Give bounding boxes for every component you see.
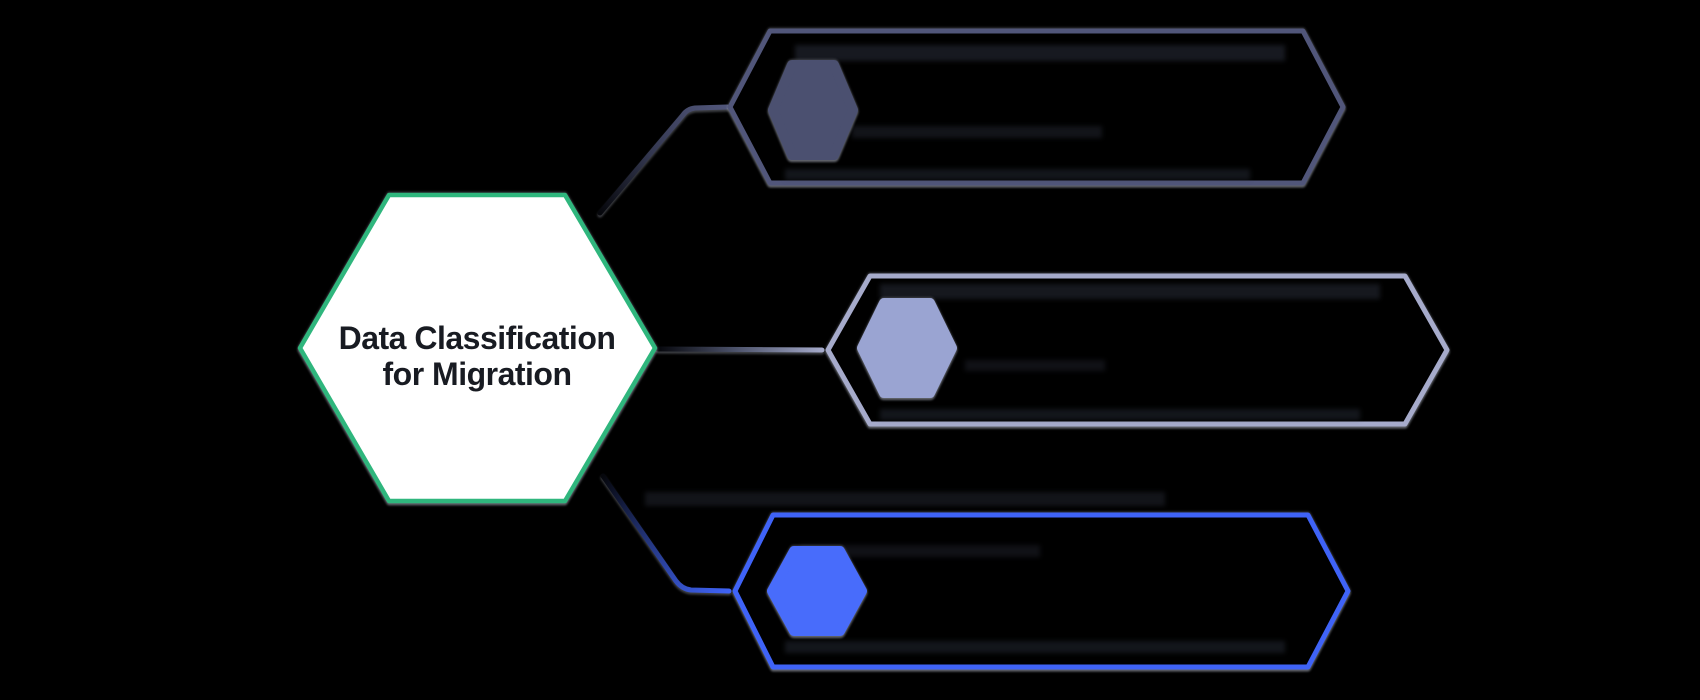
center-hexagon-shape[interactable]	[297, 192, 658, 504]
faded-text-artifacts	[880, 284, 1380, 420]
connector-middle-branch	[655, 346, 825, 353]
connector-top-branch	[597, 104, 730, 216]
faded-text-artifacts	[785, 45, 1285, 180]
branch-node-middle[interactable]	[825, 273, 1450, 427]
center-node-label-line1: Data Classification	[339, 320, 616, 356]
branch-node-bottom[interactable]	[645, 492, 1351, 670]
faded-text-artifacts	[785, 545, 1285, 653]
branch-node-top[interactable]	[727, 28, 1346, 186]
center-node-label-line2: for Migration	[382, 356, 571, 392]
hexagon-icon	[857, 298, 957, 398]
connector-bottom-branch	[600, 473, 732, 594]
hexagon-icon	[768, 60, 858, 160]
faded-text-artifacts	[645, 492, 1165, 506]
hexagon-icon	[767, 546, 867, 636]
center-node[interactable]: Data Classification for Migration	[297, 192, 658, 504]
